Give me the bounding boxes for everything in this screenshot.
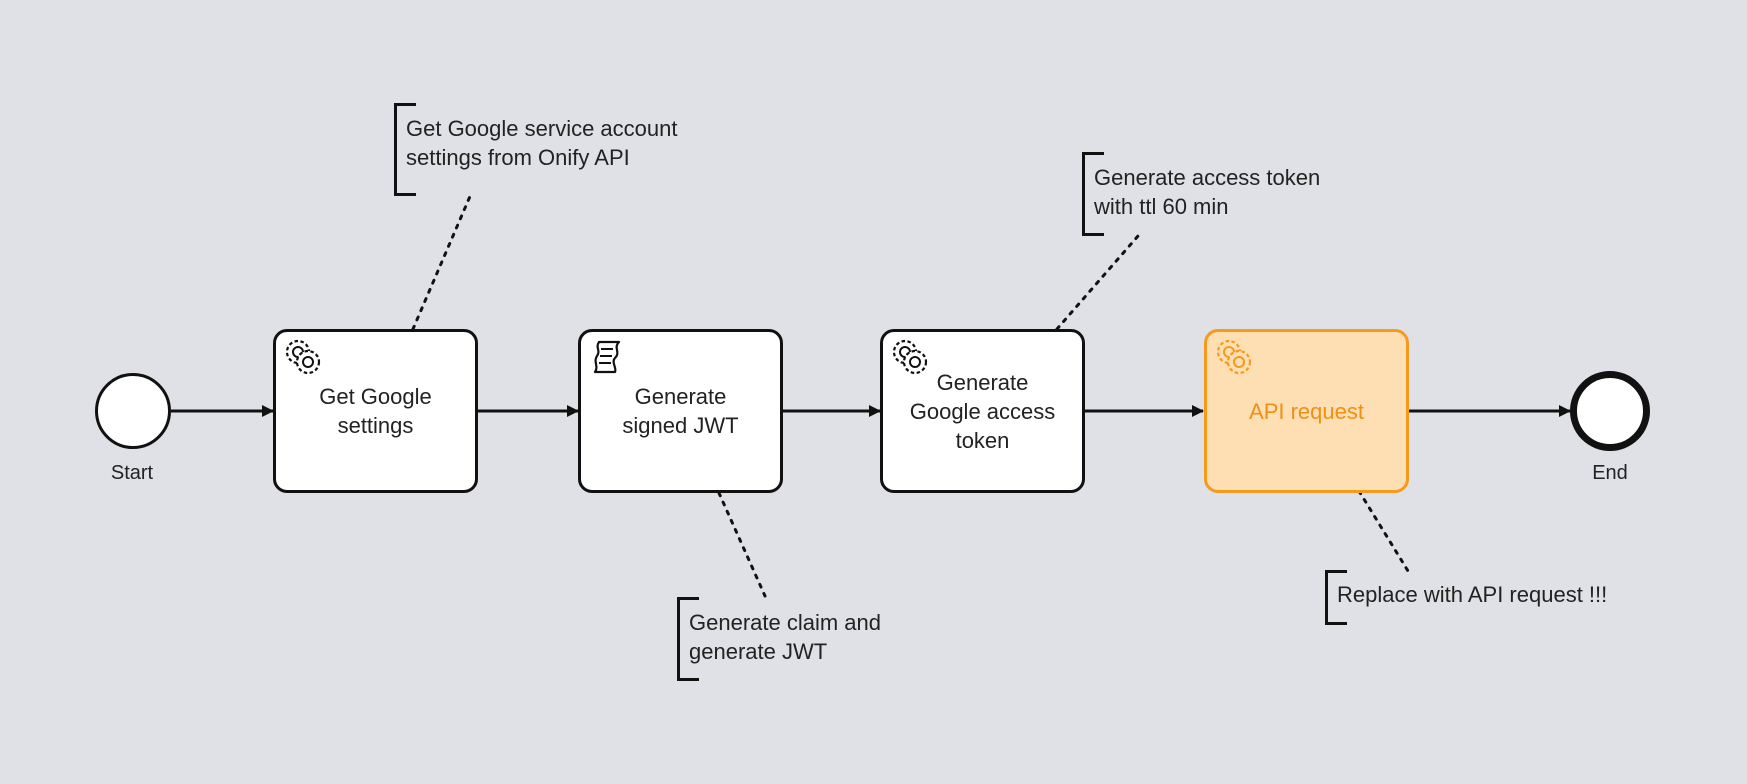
gear-icon [892,339,928,375]
text-annotation-bracket[interactable] [394,103,416,196]
gear-icon [285,339,321,375]
task-label: Generate Google access token [909,369,1056,453]
association-get-settings[interactable] [411,192,473,331]
task-api-request[interactable]: API request [1204,329,1409,493]
text-annotation-bracket[interactable] [1325,570,1347,625]
gear-icon [1216,339,1252,375]
task-label: Generate signed JWT [622,384,739,438]
text-annotation-get-settings[interactable]: Get Google service account settings from… [406,116,678,170]
association-access-token[interactable] [1055,234,1140,331]
text-annotation-bracket[interactable] [1082,152,1104,236]
task-get-google-settings[interactable]: Get Google settings [273,329,478,493]
start-event[interactable] [95,373,171,449]
start-event-label: Start [110,462,154,484]
association-api-request[interactable] [1357,489,1410,573]
text-annotation-jwt[interactable]: Generate claim and generate JWT [689,610,881,664]
task-label: API request [1249,398,1364,424]
end-event-label: End [1592,462,1628,484]
text-annotation-access-token[interactable]: Generate access token with ttl 60 min [1094,165,1321,219]
end-event[interactable] [1570,371,1650,451]
association-jwt[interactable] [717,491,767,598]
script-scroll-icon [593,340,621,374]
task-generate-google-access-token[interactable]: Generate Google access token [880,329,1085,493]
text-annotation-bracket[interactable] [677,597,699,681]
task-label: Get Google settings [319,384,432,438]
text-annotation-api-request[interactable]: Replace with API request !!! [1337,582,1608,607]
task-generate-signed-jwt[interactable]: Generate signed JWT [578,329,783,493]
